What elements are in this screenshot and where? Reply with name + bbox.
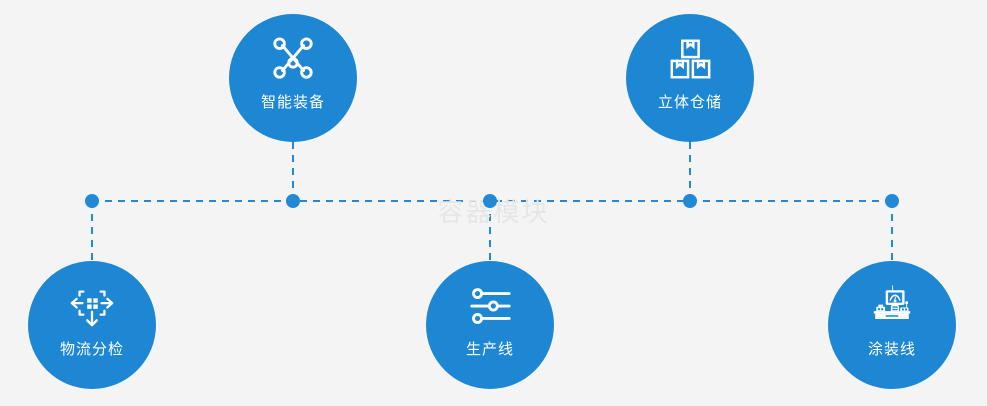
network-nodes-icon [273,37,313,79]
module-node-logistics-sorting[interactable]: 物流分检 [28,261,156,389]
sliders-icon [470,288,511,324]
module-node-stereoscopic-warehouse[interactable]: 立体仓储 [626,14,754,142]
junction-dot-smart-equipment[interactable] [286,194,300,208]
painting-machine-icon [873,285,911,320]
module-label-production-line: 生产线 [465,341,514,358]
junction-dot-logistics-sorting[interactable] [85,194,99,208]
module-label-smart-equipment: 智能装备 [260,94,325,111]
stacked-boxes-icon [670,39,711,79]
module-node-production-line[interactable]: 生产线 [426,261,554,389]
module-label-stereoscopic-warehouse: 立体仓储 [657,94,722,111]
junction-dot-production-line[interactable] [483,194,497,208]
junction-dot-painting-line[interactable] [885,194,899,208]
junction-dot-stereoscopic-warehouse[interactable] [683,194,697,208]
sorting-scan-arrows-icon [70,290,114,327]
module-node-painting-line[interactable]: 涂装线 [828,261,956,389]
module-label-logistics-sorting: 物流分检 [59,341,124,358]
module-node-smart-equipment[interactable]: 智能装备 [229,14,357,142]
module-label-painting-line: 涂装线 [867,341,916,358]
